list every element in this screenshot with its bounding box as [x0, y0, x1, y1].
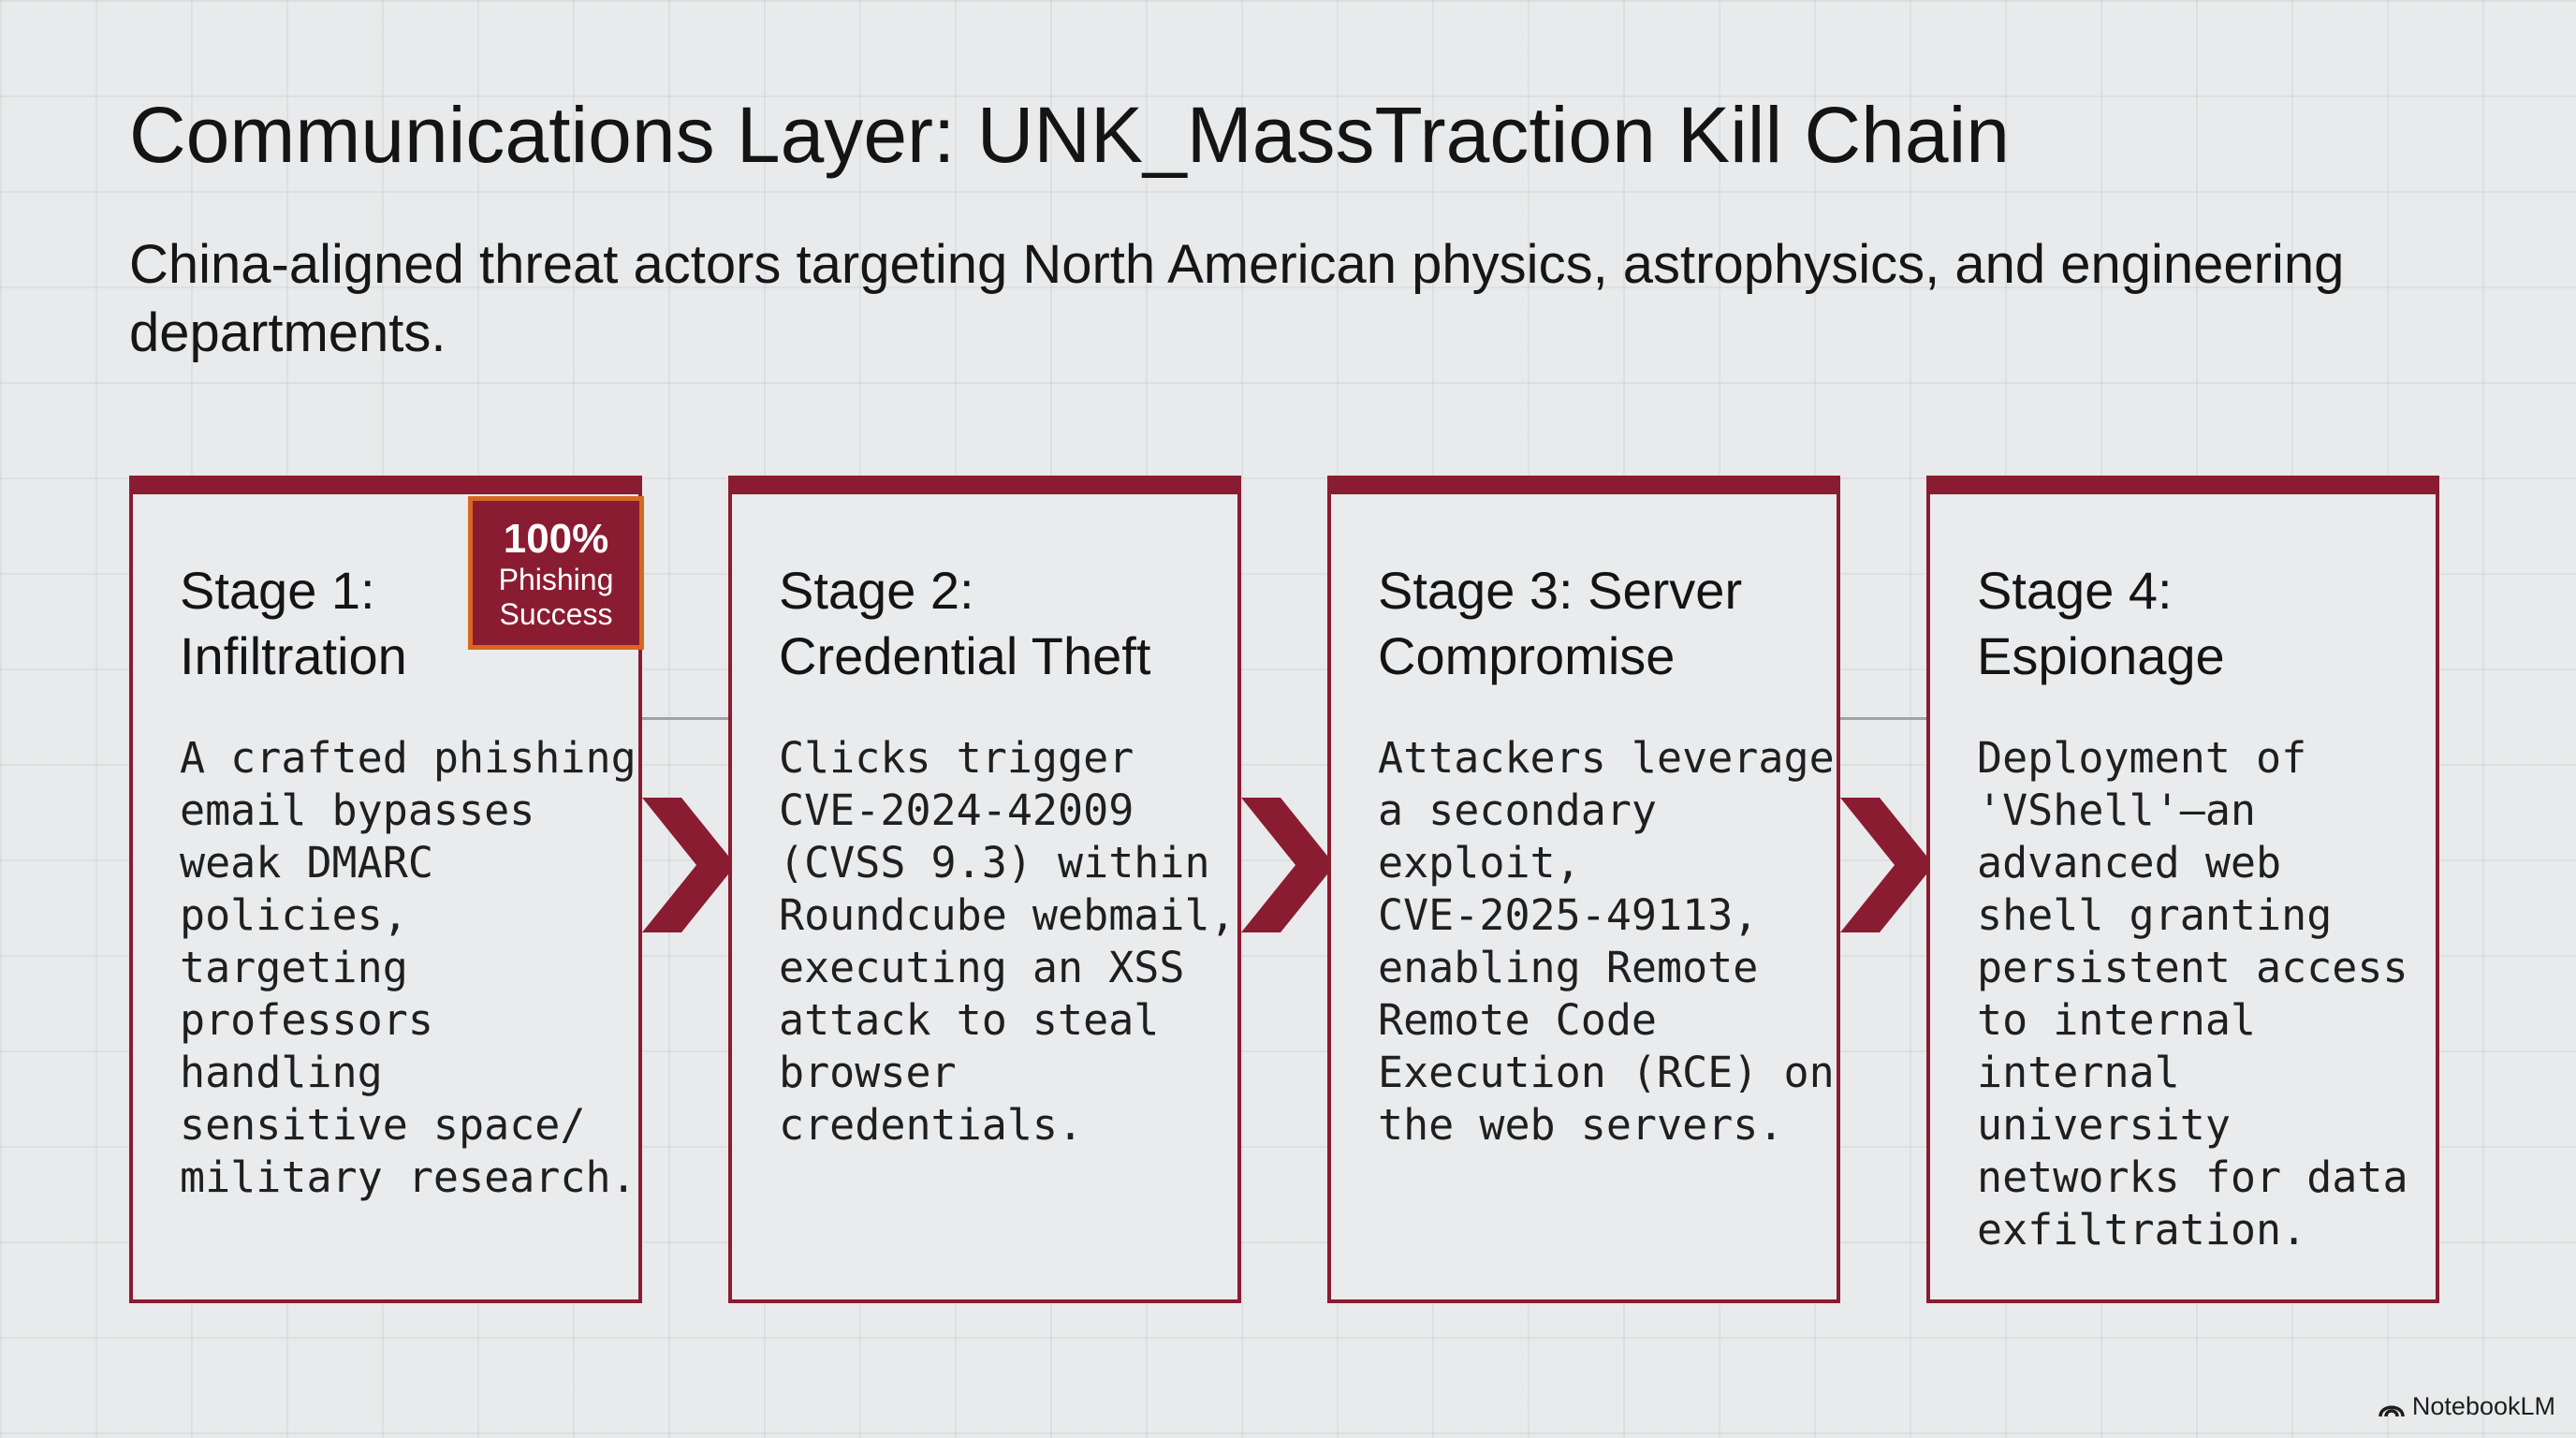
brand-name: NotebookLM [2411, 1392, 2555, 1420]
stage-2-card: Stage 2: Credential Theft Clicks trigger… [728, 476, 1241, 1303]
stage-3-description: Attackers leverage a secondary exploit, … [1378, 733, 1835, 1150]
connector-line-3-4 [1840, 717, 1926, 720]
notebooklm-branding: NotebookLM [2378, 1392, 2555, 1421]
connector-line-1-2 [642, 717, 728, 720]
chevron-right-icon [1241, 798, 1335, 932]
badge-value: 100% [503, 516, 609, 562]
stage-4-description: Deployment of 'VShell'—an advanced web s… [1977, 733, 2408, 1255]
stage-1-description: A crafted phishing email bypasses weak D… [180, 733, 637, 1202]
stage-3-card: Stage 3: Server Compromise Attackers lev… [1327, 476, 1840, 1303]
badge-label: Phishing Success [498, 563, 614, 631]
stage-2-title: Stage 2: Credential Theft [779, 561, 1151, 685]
chevron-right-icon [642, 798, 736, 932]
phishing-success-badge: 100% Phishing Success [468, 496, 644, 650]
stage-2-description: Clicks trigger CVE-2024-42009 (CVSS 9.3)… [779, 733, 1236, 1150]
stage-4-title: Stage 4: Espionage [1977, 561, 2225, 685]
slide-title: Communications Layer: UNK_MassTraction K… [129, 91, 2010, 179]
stage-4-card: Stage 4: Espionage Deployment of 'VShell… [1926, 476, 2439, 1303]
stage-3-title: Stage 3: Server Compromise [1378, 561, 1743, 685]
slide-subtitle: China-aligned threat actors targeting No… [129, 234, 2345, 363]
chevron-right-icon [1840, 798, 1934, 932]
stage-1-title: Stage 1: Infiltration [180, 561, 407, 685]
notebooklm-logo-icon [2378, 1405, 2405, 1416]
